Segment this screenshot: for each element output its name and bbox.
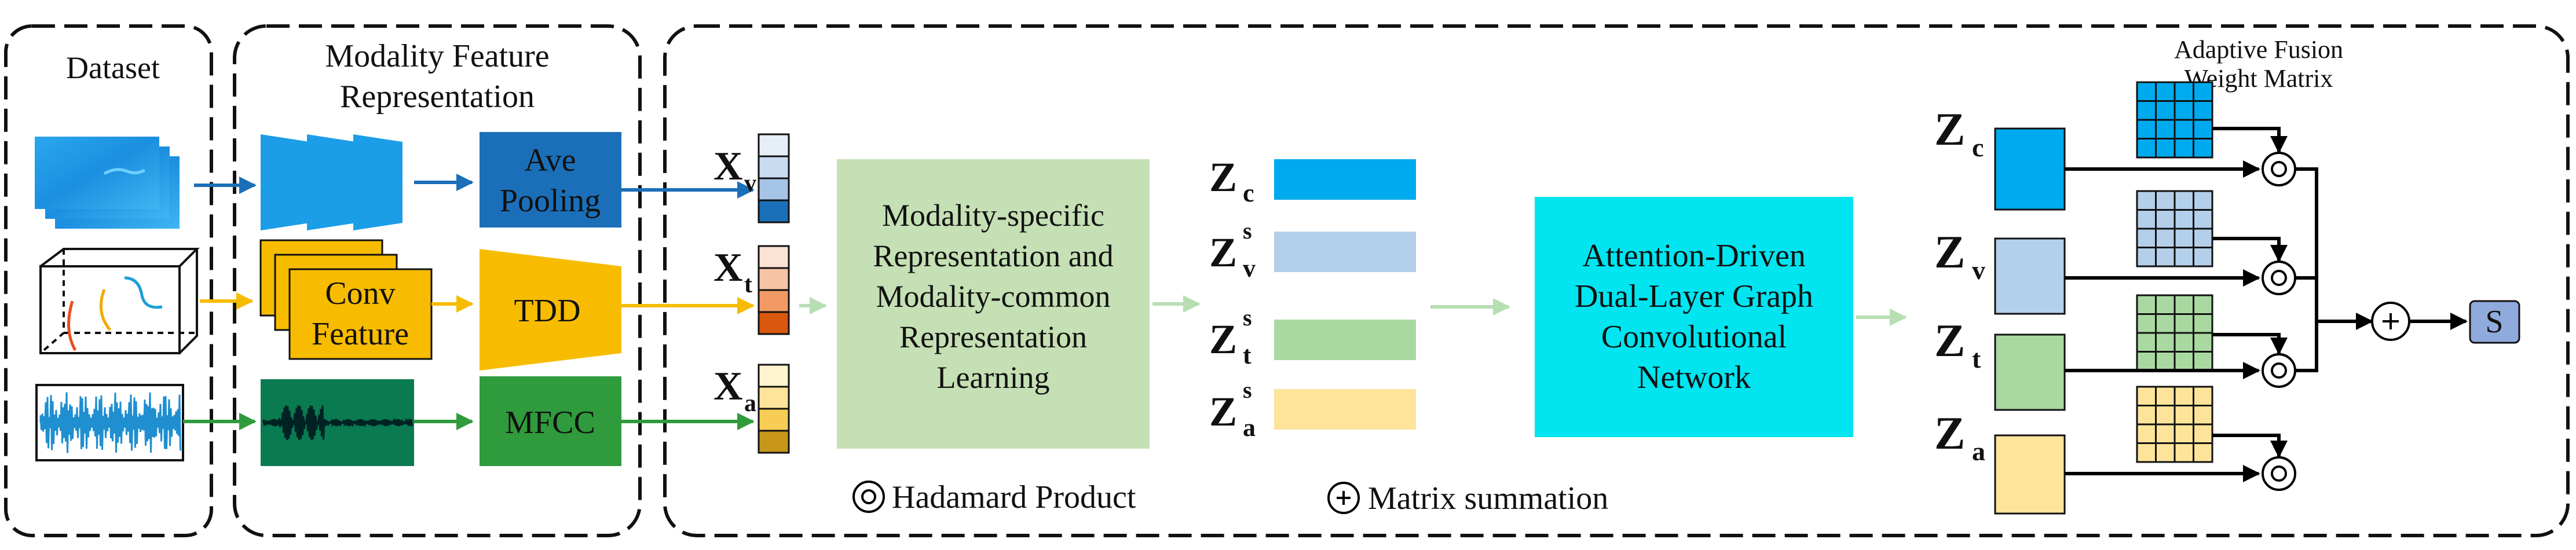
legend-summation: Matrix summation <box>1327 481 1608 516</box>
fusion-z-t: Z t <box>1934 316 2066 411</box>
feature-title-line2: Representation <box>340 79 535 115</box>
weight-matrices <box>2136 81 2213 463</box>
svg-text:Z: Z <box>1934 316 1965 366</box>
svg-text:Z: Z <box>1209 154 1237 200</box>
tdd-label: TDD <box>514 293 580 329</box>
z-a-feature: Z s a <box>1209 377 1416 442</box>
msr-block-text: Modality-specific Representation and Mod… <box>873 198 1113 395</box>
feature-section <box>233 24 642 537</box>
summation-operator <box>2371 302 2410 341</box>
svg-text:t: t <box>1243 341 1252 369</box>
x-v-sub: v <box>744 170 756 197</box>
x-t-vector <box>758 245 790 335</box>
ave-pooling-line2: Pooling <box>500 183 601 219</box>
conv-feature-line1: Conv <box>325 276 395 311</box>
mfcc-label: MFCC <box>505 405 595 441</box>
model-section <box>663 24 2570 537</box>
trajectory-data-icon <box>39 248 200 354</box>
weight-matrix-c <box>2136 81 2213 159</box>
dataset-title: Dataset <box>66 50 160 85</box>
tdd-block <box>480 249 621 371</box>
svg-text:s: s <box>1243 305 1252 331</box>
fusion-z-a: Z a <box>1934 408 2066 515</box>
legend-hadamard: Hadamard Product <box>852 479 1136 515</box>
svg-text:v: v <box>1243 254 1256 283</box>
x-a-main: X <box>713 364 743 409</box>
svg-text:s: s <box>1243 218 1252 244</box>
x-v-main: X <box>713 144 743 189</box>
z-c-feature: Z c <box>1209 154 1416 207</box>
svg-text:v: v <box>1972 255 1985 285</box>
x-v-vector <box>758 133 790 223</box>
output-s-block <box>2469 300 2520 344</box>
hadamard-operators <box>2262 152 2296 491</box>
svg-text:Z: Z <box>1934 408 1965 459</box>
svg-text:Z: Z <box>1209 229 1237 276</box>
x-t-main: X <box>713 245 743 290</box>
visual-data-icon <box>35 137 180 229</box>
fusion-z-c: Z c <box>1934 104 2066 211</box>
fusion-connections <box>2065 127 2468 482</box>
ave-pooling-block <box>480 132 621 228</box>
text-branch-arrows <box>200 292 755 314</box>
output-s-label: S <box>2485 304 2503 340</box>
visual-branch-arrows <box>194 174 755 199</box>
dataset-section <box>4 24 213 537</box>
audio-data-icon <box>35 384 184 461</box>
weight-matrix-v <box>2136 190 2213 267</box>
gcn-block <box>1535 197 1853 437</box>
weight-matrix-t <box>2136 294 2213 372</box>
conv-feature-line2: Feature <box>312 316 409 352</box>
svg-text:s: s <box>1243 377 1252 403</box>
gcn-block-text: Attention-Driven Dual-Layer Graph Convol… <box>1575 238 1813 395</box>
z-t-feature: Z s t <box>1209 305 1416 369</box>
svg-text:c: c <box>1243 179 1254 207</box>
svg-text:Z: Z <box>1209 316 1237 362</box>
svg-text:Learning: Learning <box>937 360 1050 395</box>
x-a-sub: a <box>744 390 756 417</box>
fusion-z-v: Z v <box>1934 227 2066 315</box>
x-a-vector <box>758 364 790 454</box>
svg-text:Z: Z <box>1209 388 1237 435</box>
visual-frames-stack <box>261 134 402 230</box>
svg-text:a: a <box>1243 413 1256 442</box>
svg-text:Dual-Layer Graph: Dual-Layer Graph <box>1575 278 1813 314</box>
svg-text:Z: Z <box>1934 104 1965 155</box>
svg-text:a: a <box>1972 437 1985 466</box>
svg-text:Convolutional: Convolutional <box>1601 319 1787 355</box>
ave-pooling-line1: Ave <box>524 142 576 178</box>
svg-text:Representation and: Representation and <box>873 239 1113 273</box>
msr-block <box>837 159 1150 449</box>
feature-title-line1: Modality Feature <box>325 38 549 74</box>
svg-text:Hadamard Product: Hadamard Product <box>892 479 1136 515</box>
conv-feature-block <box>288 268 433 360</box>
svg-text:Attention-Driven: Attention-Driven <box>1582 238 1806 274</box>
weight-matrix-a <box>2136 386 2213 463</box>
svg-text:Modality-common: Modality-common <box>876 279 1111 314</box>
svg-text:Representation: Representation <box>899 320 1087 354</box>
svg-text:Network: Network <box>1637 360 1751 395</box>
fusion-title-line1: Adaptive Fusion <box>2174 35 2343 64</box>
svg-text:Matrix summation: Matrix summation <box>1368 481 1608 516</box>
svg-text:t: t <box>1972 344 1981 373</box>
x-t-sub: t <box>744 272 752 298</box>
svg-text:Z: Z <box>1934 227 1965 278</box>
mfcc-block <box>480 376 621 466</box>
svg-text:Modality-specific: Modality-specific <box>882 198 1104 233</box>
z-v-feature: Z s v <box>1209 218 1416 283</box>
spectrogram-signal <box>262 405 413 440</box>
svg-text:c: c <box>1972 133 1984 162</box>
